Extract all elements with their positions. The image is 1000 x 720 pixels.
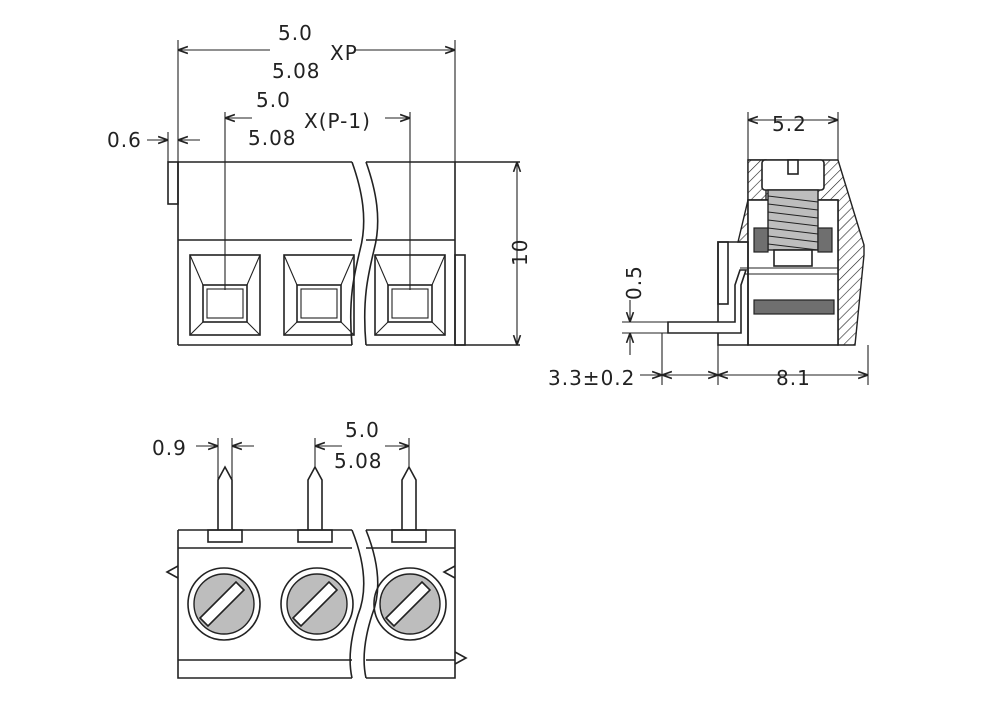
dim-side-top-label: 5.2: [772, 112, 807, 136]
front-body-outline: [177, 161, 456, 346]
dim-tab-label: 0.6: [107, 128, 142, 152]
side-screw-slot: [787, 159, 799, 175]
top-latch-left: [165, 565, 179, 579]
front-left-tab: [167, 161, 179, 205]
side-clamp-lines: [740, 267, 838, 275]
side-pressure-plate: [753, 299, 835, 315]
screw-2: [280, 567, 354, 641]
wire-entry-2: [283, 254, 355, 336]
front-break-left: [349, 161, 365, 346]
dim-inner-suffix: X(P-1): [304, 109, 371, 133]
top-body-outline: [177, 529, 456, 679]
front-view: 5.0 5.08 XP 5.0 5.08 X(P-1) 0.6 10: [107, 21, 532, 346]
dim-inner-top-label: 5.0: [256, 88, 291, 112]
dim-xp-suffix: XP: [330, 41, 358, 65]
side-base-step: [717, 241, 729, 305]
top-view: 0.9 5.0 5.08: [152, 418, 468, 679]
dim-xp-bottom-label: 5.08: [272, 59, 321, 83]
screw-3: [373, 567, 447, 641]
dim-xp-top-label: 5.0: [278, 21, 313, 45]
side-cavity: [747, 199, 839, 346]
dim-offset-label: 3.3±0.2: [548, 366, 635, 390]
front-right-tab: [454, 254, 466, 346]
front-break-right: [363, 161, 379, 346]
side-pin: [667, 269, 748, 334]
side-nut-right: [817, 227, 833, 253]
dim-top-pitch-bottom-label: 5.08: [334, 449, 383, 473]
side-view: 5.2 0.5 3.3±0.2 8.1: [548, 112, 869, 390]
dim-inner-bottom-label: 5.08: [248, 126, 297, 150]
dim-height-label: 10: [508, 239, 532, 266]
dim-pin-width-label: 0.9: [152, 436, 187, 460]
side-nut-left: [753, 227, 769, 253]
side-clamp: [773, 249, 813, 267]
top-break-left: [349, 529, 365, 679]
top-break-right: [363, 529, 379, 679]
dim-pin-label: 0.5: [622, 265, 646, 300]
dim-depth-label: 8.1: [776, 366, 811, 390]
dim-top-pitch-top-label: 5.0: [345, 418, 380, 442]
side-base-outline: [717, 241, 749, 346]
top-latch-right: [442, 565, 456, 579]
top-latch-right-lower: [454, 651, 468, 665]
screw-1: [187, 567, 261, 641]
side-thread-lines: [767, 195, 819, 251]
